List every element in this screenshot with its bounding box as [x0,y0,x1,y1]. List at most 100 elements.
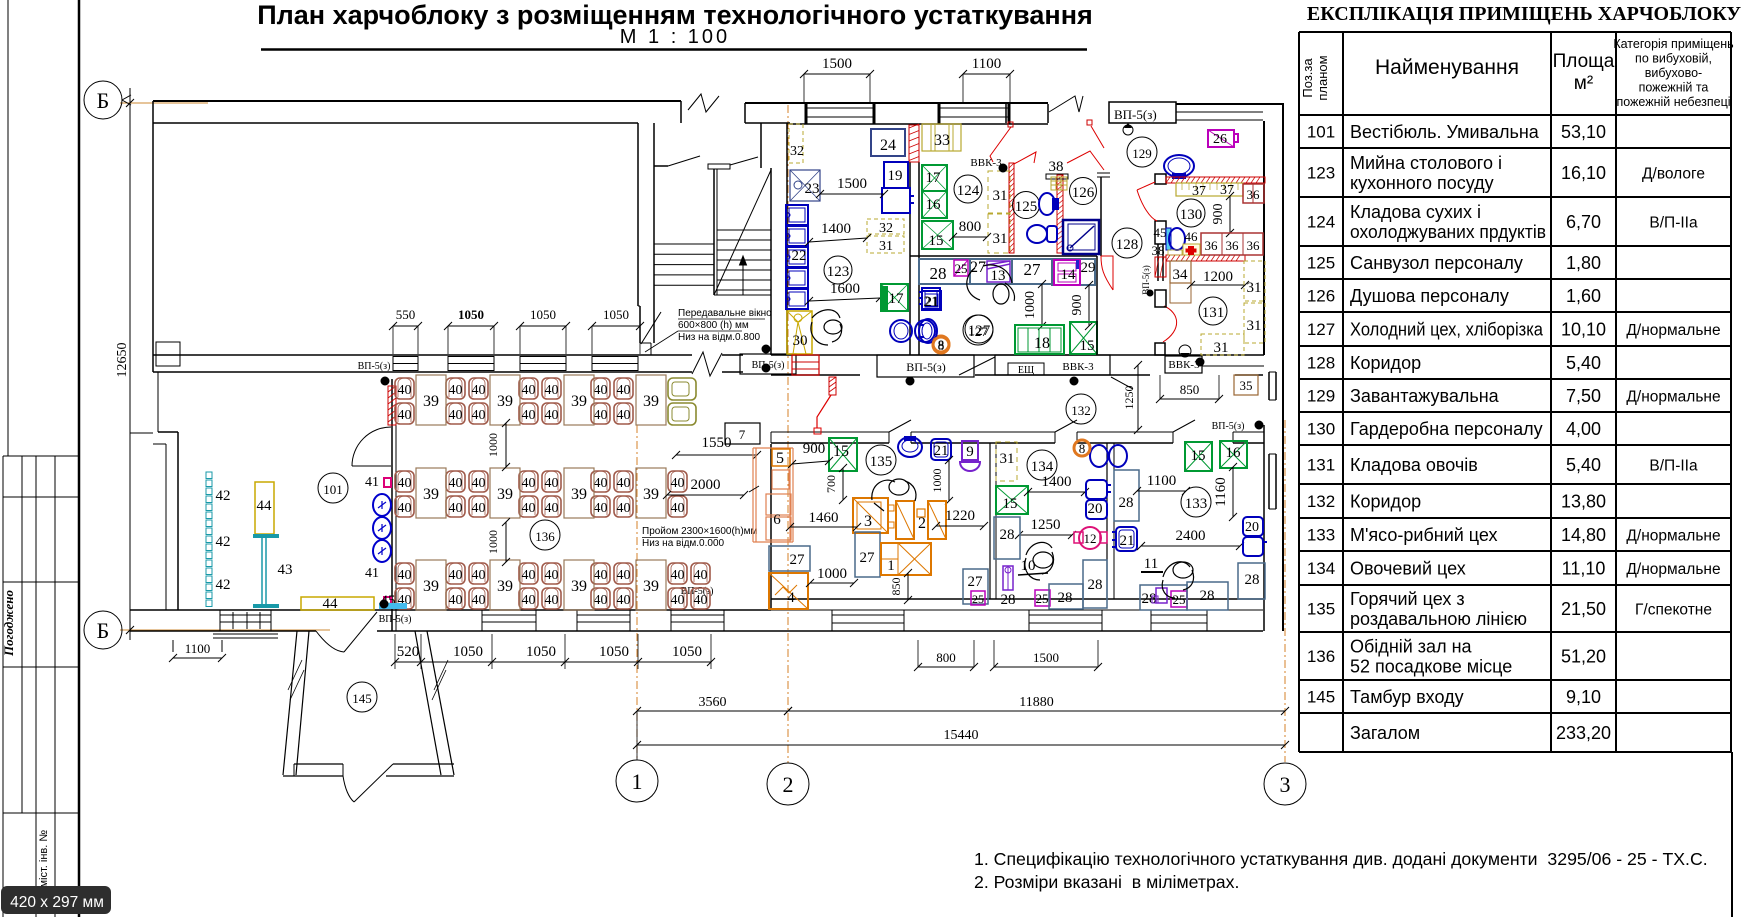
svg-text:700: 700 [824,475,838,493]
svg-text:Д/нормальне: Д/нормальне [1626,389,1720,406]
svg-text:29: 29 [1081,260,1096,276]
svg-text:40: 40 [594,568,608,583]
svg-text:40: 40 [398,383,412,398]
svg-text:127: 127 [968,324,988,339]
svg-text:Коридор: Коридор [1350,353,1421,373]
svg-text:1550: 1550 [702,435,732,451]
svg-text:15: 15 [1003,496,1018,512]
svg-text:20: 20 [1245,520,1259,535]
svg-text:кухонного посуду: кухонного посуду [1350,173,1494,193]
svg-text:17: 17 [889,291,905,307]
svg-text:ВП-5(з): ВП-5(з) [1212,421,1245,432]
svg-text:40: 40 [472,383,486,398]
svg-text:31: 31 [1247,318,1262,334]
svg-text:3560: 3560 [699,695,727,710]
svg-text:32: 32 [879,221,893,236]
svg-text:132: 132 [1307,492,1335,511]
svg-text:39: 39 [643,486,659,503]
svg-text:9: 9 [966,444,974,460]
svg-text:15: 15 [833,443,849,460]
svg-text:44: 44 [323,596,339,612]
svg-text:40: 40 [694,568,708,583]
svg-text:40: 40 [522,408,536,423]
svg-text:М'ясо-рибний цех: М'ясо-рибний цех [1350,525,1498,545]
svg-text:10,10: 10,10 [1561,320,1606,340]
svg-text:Д/нормальне: Д/нормальне [1626,561,1720,578]
svg-text:Мийна столового і: Мийна столового і [1350,153,1502,173]
svg-text:133: 133 [1307,526,1335,545]
svg-text:550: 550 [396,307,416,322]
svg-text:850: 850 [889,578,903,596]
svg-text:37: 37 [1192,184,1206,199]
svg-text:25: 25 [972,592,984,606]
svg-text:Д/вологе: Д/вологе [1642,166,1705,183]
svg-text:127: 127 [968,323,991,339]
svg-text:800: 800 [936,650,956,665]
svg-text:25: 25 [1173,592,1186,607]
svg-text:40: 40 [398,476,412,491]
svg-text:1500: 1500 [1033,650,1059,665]
svg-text:Коридор: Коридор [1350,492,1421,512]
svg-text:40: 40 [545,501,559,516]
svg-text:15: 15 [1080,338,1095,354]
svg-text:3: 3 [864,513,872,530]
svg-text:5: 5 [776,450,784,467]
svg-text:14: 14 [1061,267,1077,283]
svg-text:15: 15 [929,233,944,249]
svg-text:15: 15 [1191,448,1206,464]
svg-text:Б: Б [97,88,110,113]
svg-text:5,40: 5,40 [1566,455,1601,475]
svg-text:31: 31 [993,231,1008,247]
svg-text:42: 42 [216,488,231,504]
svg-text:м²: м² [1574,73,1593,94]
svg-text:19: 19 [888,168,903,184]
svg-text:8: 8 [938,337,945,352]
svg-text:4,00: 4,00 [1566,419,1601,439]
svg-text:Гардеробна персоналу: Гардеробна персоналу [1350,419,1543,439]
svg-text:123: 123 [827,264,850,280]
svg-text:1050: 1050 [530,307,556,322]
svg-text:28: 28 [1245,572,1260,588]
svg-text:26: 26 [1213,132,1227,147]
svg-text:16: 16 [926,197,942,213]
svg-text:1,60: 1,60 [1566,286,1601,306]
svg-text:ЕКСПЛІКАЦІЯ ПРИМІЩЕНЬ ХАРЧОБЛО: ЕКСПЛІКАЦІЯ ПРИМІЩЕНЬ ХАРЧОБЛОКУ [1307,3,1741,25]
svg-text:Вестібюль. Умивальна: Вестібюль. Умивальна [1350,122,1540,142]
svg-text:31: 31 [1247,280,1262,296]
svg-text:125: 125 [1015,199,1038,215]
svg-text:Душова персоналу: Душова персоналу [1350,286,1509,306]
svg-text:18: 18 [1034,335,1050,352]
svg-text:Тамбур входу: Тамбур входу [1350,687,1464,707]
svg-text:40: 40 [522,593,536,608]
svg-text:28: 28 [1200,588,1215,604]
svg-text:17: 17 [926,170,942,186]
svg-text:1,80: 1,80 [1566,253,1601,273]
svg-text:600×800 (h) мм: 600×800 (h) мм [678,320,749,331]
svg-text:40: 40 [617,476,631,491]
svg-text:39: 39 [643,578,659,595]
svg-text:28: 28 [930,264,947,283]
svg-text:41: 41 [365,566,379,581]
svg-text:31: 31 [1214,340,1229,356]
svg-text:Б: Б [97,618,110,643]
svg-text:В/П-ІІа: В/П-ІІа [1649,215,1698,232]
svg-text:1460: 1460 [809,510,839,526]
svg-text:12: 12 [1084,531,1097,546]
svg-text:130: 130 [1180,207,1203,223]
svg-text:420 x 297 мм: 420 x 297 мм [10,894,104,911]
svg-text:40: 40 [398,568,412,583]
svg-text:Загалом: Загалом [1350,723,1420,743]
svg-text:3: 3 [1280,772,1291,797]
svg-text:32: 32 [790,144,804,159]
svg-text:27: 27 [1024,260,1042,279]
svg-text:Санвузол персоналу: Санвузол персоналу [1350,253,1523,273]
svg-text:4: 4 [787,590,795,606]
svg-text:39: 39 [423,578,439,595]
svg-text:Пройом 2300×1600(h)мм: Пройом 2300×1600(h)мм [642,526,758,537]
svg-text:Зміст. інв. №: Зміст. інв. № [38,830,50,895]
svg-text:11: 11 [1144,556,1158,572]
svg-text:40: 40 [694,593,708,608]
svg-text:27: 27 [968,574,984,590]
svg-text:145: 145 [352,691,372,706]
svg-text:1250: 1250 [1122,386,1136,410]
